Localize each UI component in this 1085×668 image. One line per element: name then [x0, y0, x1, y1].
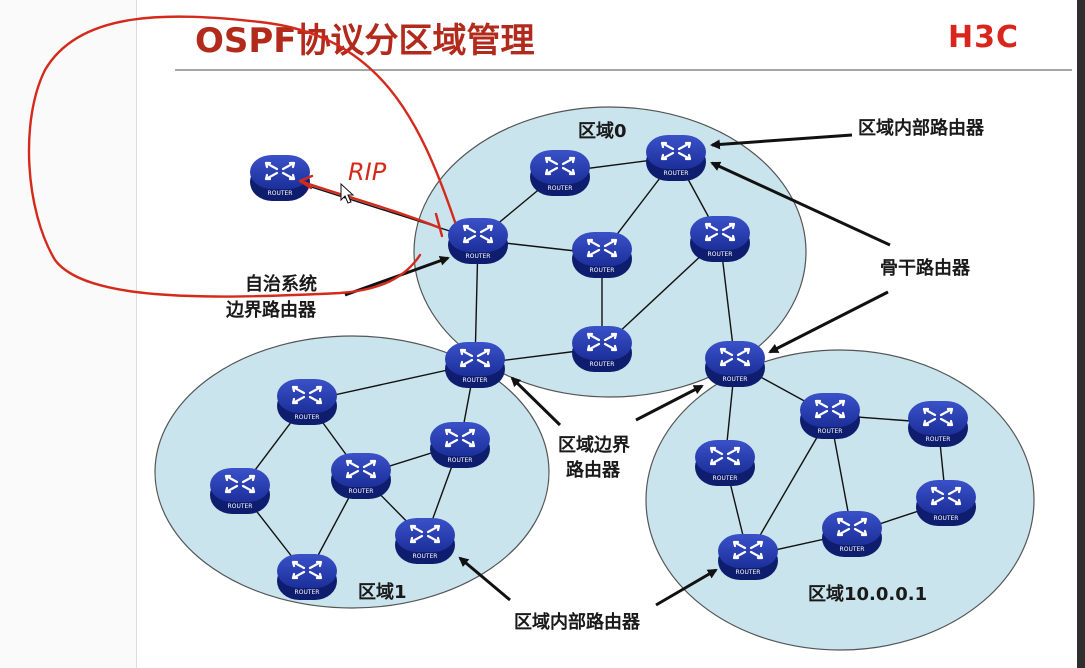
router-area10-top: ROUTER: [798, 391, 862, 441]
area-1-label: 区域1: [358, 581, 407, 603]
router-area1-top: ROUTER: [275, 377, 339, 427]
svg-text:ROUTER: ROUTER: [934, 515, 959, 522]
router-area1-bottom: ROUTER: [275, 552, 339, 602]
area-10-label: 区域10.0.0.1: [808, 583, 927, 605]
callout-internal-router-bottom: 区域内部路由器: [514, 611, 641, 633]
router-area10-internal: ROUTER: [716, 532, 780, 582]
callout-asbr-line2: 边界路由器: [225, 299, 317, 321]
svg-text:ROUTER: ROUTER: [228, 503, 253, 510]
mouse-cursor-icon: [340, 182, 355, 204]
router-area0-bottom: ROUTER: [570, 324, 634, 374]
area-0-label: 区域0: [578, 120, 627, 142]
router-external: ROUTER: [248, 153, 312, 203]
svg-text:ROUTER: ROUTER: [708, 251, 733, 258]
ink-loop: [27, 15, 457, 298]
router-abr-area1: ROUTER: [443, 340, 507, 390]
callout-abr-line1: 区域边界: [558, 434, 630, 456]
svg-text:ROUTER: ROUTER: [349, 488, 374, 495]
svg-text:ROUTER: ROUTER: [448, 457, 473, 464]
router-area1-center: ROUTER: [329, 451, 393, 501]
ink-arrow-head: [298, 174, 314, 190]
left-panel: [0, 0, 137, 668]
slide-title: OSPF协议分区域管理: [195, 21, 535, 61]
svg-text:ROUTER: ROUTER: [295, 414, 320, 421]
ink-arrow-line: [298, 179, 442, 230]
router-area0-a: ROUTER: [528, 148, 592, 198]
callout-abr-line2: 路由器: [566, 459, 621, 481]
router-area10-left: ROUTER: [693, 438, 757, 488]
handwritten-rip: RIP: [348, 158, 387, 186]
svg-text:ROUTER: ROUTER: [926, 436, 951, 443]
svg-text:ROUTER: ROUTER: [840, 546, 865, 553]
svg-text:ROUTER: ROUTER: [463, 377, 488, 384]
router-area1-internal: ROUTER: [393, 516, 457, 566]
right-edge: [1077, 0, 1085, 668]
external-link: [279, 176, 479, 241]
svg-text:ROUTER: ROUTER: [590, 361, 615, 368]
router-area10-right: ROUTER: [914, 478, 978, 528]
svg-text:ROUTER: ROUTER: [818, 428, 843, 435]
svg-text:ROUTER: ROUTER: [268, 190, 293, 197]
svg-text:ROUTER: ROUTER: [466, 253, 491, 260]
svg-text:ROUTER: ROUTER: [713, 475, 738, 482]
svg-text:ROUTER: ROUTER: [295, 589, 320, 596]
router-area1-right: ROUTER: [428, 420, 492, 470]
router-abr-area10: ROUTER: [703, 339, 767, 389]
h3c-logo: H3C: [948, 20, 1019, 55]
callout-backbone-router: 骨干路由器: [880, 257, 971, 279]
router-area0-center: ROUTER: [570, 230, 634, 280]
callout-asbr-line1: 自治系统: [245, 273, 317, 295]
svg-text:ROUTER: ROUTER: [413, 553, 438, 560]
svg-text:ROUTER: ROUTER: [664, 170, 689, 177]
svg-text:ROUTER: ROUTER: [590, 267, 615, 274]
svg-text:ROUTER: ROUTER: [548, 185, 573, 192]
callout-internal-router-top: 区域内部路由器: [858, 117, 985, 139]
svg-text:ROUTER: ROUTER: [736, 569, 761, 576]
ink-tick: [434, 212, 444, 238]
router-area10-center: ROUTER: [820, 509, 884, 559]
router-area0-right: ROUTER: [688, 214, 752, 264]
router-area0-internal: ROUTER: [644, 133, 708, 183]
router-asbr: ROUTER: [446, 216, 510, 266]
router-area1-left: ROUTER: [208, 466, 272, 516]
callout-arrows: [344, 133, 891, 607]
svg-text:ROUTER: ROUTER: [723, 376, 748, 383]
handwritten-annotation: [27, 15, 457, 298]
router-area10-top-right: ROUTER: [906, 399, 970, 449]
